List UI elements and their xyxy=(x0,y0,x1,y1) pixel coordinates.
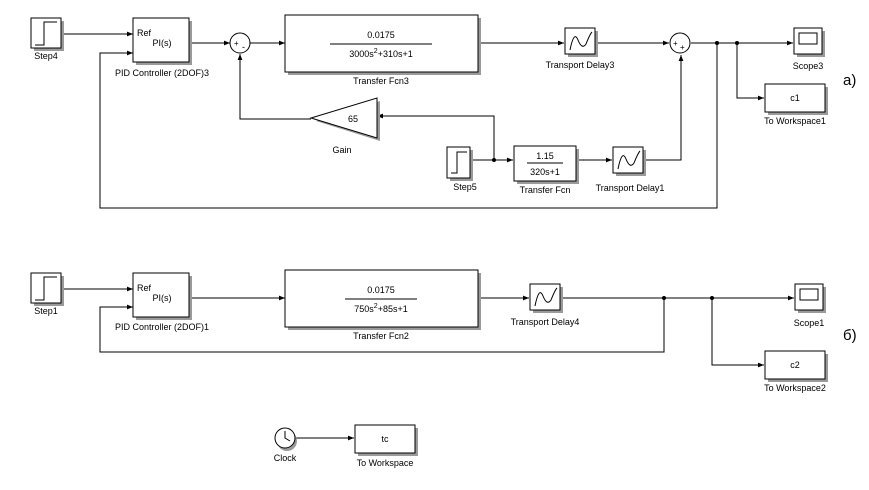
ws2-variable: c2 xyxy=(790,360,800,370)
wire-feedback-b xyxy=(99,298,665,353)
branch-point xyxy=(662,296,666,300)
to-workspace-block[interactable]: tc To Workspace xyxy=(354,424,418,468)
delay3-label: Transport Delay3 xyxy=(546,60,615,70)
branch-point xyxy=(715,41,719,45)
sum2-sign-bottom: + xyxy=(680,43,685,52)
pid-controller-b-block[interactable]: Ref PI(s) PID Controller (2DOF)1 xyxy=(115,272,209,332)
part-label-a: а) xyxy=(843,72,856,89)
step-icon xyxy=(451,151,467,174)
step5-label: Step5 xyxy=(453,182,477,192)
wires-b xyxy=(63,286,794,368)
step4-label: Step4 xyxy=(34,51,58,61)
scope3-label: Scope3 xyxy=(793,61,824,71)
diagram-a: Step4 Ref PI(s) PID Controller (2DOF)3 +… xyxy=(30,14,856,209)
wire-delay1-to-sum2 xyxy=(646,55,684,161)
delay4-label: Transport Delay4 xyxy=(511,317,580,327)
wire-to-workspace2 xyxy=(711,298,764,368)
transfer-fcn3-block[interactable]: 0.0175 3000s2+310s+1 Transfer Fcn3 xyxy=(284,14,481,86)
scope3-block[interactable]: Scope3 xyxy=(793,27,825,71)
tf-denominator: 320s+1 xyxy=(530,167,560,177)
step1-block[interactable]: Step1 xyxy=(30,272,64,316)
branch-point xyxy=(735,41,739,45)
to-workspace2-block[interactable]: c2 To Workspace2 xyxy=(764,350,828,393)
pid-content: PI(s) xyxy=(153,38,172,48)
diagram-b: Step1 Ref PI(s) PID Controller (2DOF)1 0… xyxy=(30,269,857,393)
tf-numerator: 1.15 xyxy=(536,151,554,161)
sum1-block[interactable]: + - xyxy=(229,32,251,54)
sum2-sign-top: + xyxy=(673,39,678,48)
delay-icon xyxy=(569,31,593,51)
ws-variable: tc xyxy=(381,434,389,444)
clock-block[interactable]: Clock xyxy=(274,427,297,463)
transport-delay3-block[interactable]: Transport Delay3 xyxy=(546,27,615,70)
wires-a xyxy=(63,31,793,209)
sum2-block[interactable]: + + xyxy=(669,32,691,54)
step4-block[interactable]: Step4 xyxy=(30,17,64,61)
wire-step5-to-gain xyxy=(377,113,495,160)
branch-point xyxy=(492,158,496,162)
sum1-sign-top: + xyxy=(234,39,239,48)
tf3-denominator: 3000s2+310s+1 xyxy=(349,48,412,59)
clock-group: Clock tc To Workspace xyxy=(274,424,418,468)
ws-label: To Workspace xyxy=(357,458,414,468)
scope1-label: Scope1 xyxy=(794,318,825,328)
sum1-sign-bottom: - xyxy=(242,42,245,52)
transfer-fcn-block[interactable]: 1.15 320s+1 Transfer Fcn xyxy=(513,145,579,195)
tf2-numerator: 0.0175 xyxy=(367,285,395,295)
pid-ref-port-label: Ref xyxy=(137,28,152,38)
transport-delay4-block[interactable]: Transport Delay4 xyxy=(511,283,580,327)
scope1-block[interactable]: Scope1 xyxy=(794,283,826,328)
wire-to-workspace1 xyxy=(736,43,764,101)
tf2-label: Transfer Fcn2 xyxy=(353,331,409,341)
to-workspace1-block[interactable]: c1 To Workspace1 xyxy=(764,83,828,126)
clock-icon xyxy=(284,431,291,442)
pid-ref-port-label: Ref xyxy=(137,283,152,293)
step1-label: Step1 xyxy=(34,306,58,316)
ws1-variable: c1 xyxy=(790,93,800,103)
part-label-b: б) xyxy=(843,327,857,344)
wire-feedback-a xyxy=(99,43,718,209)
delay-icon xyxy=(617,150,641,170)
delay-icon xyxy=(534,287,558,307)
tf3-label: Transfer Fcn3 xyxy=(353,76,409,86)
branch-point xyxy=(710,296,714,300)
ws1-label: To Workspace1 xyxy=(764,116,826,126)
clock-label: Clock xyxy=(274,453,297,463)
pid-content: PI(s) xyxy=(153,293,172,303)
tf2-denominator: 750s2+85s+1 xyxy=(354,303,407,314)
step-icon xyxy=(35,21,57,46)
tf3-numerator: 0.0175 xyxy=(367,30,395,40)
gain-value: 65 xyxy=(348,114,358,124)
gain-block[interactable]: 65 Gain xyxy=(309,97,380,155)
step-icon xyxy=(35,276,57,301)
wire-gain-to-sum1 xyxy=(237,54,311,120)
step5-block[interactable]: Step5 xyxy=(446,146,477,192)
transfer-fcn2-block[interactable]: 0.0175 750s2+85s+1 Transfer Fcn2 xyxy=(284,269,481,341)
ws2-label: To Workspace2 xyxy=(764,383,826,393)
scope-screen-icon xyxy=(798,32,818,45)
gain-label: Gain xyxy=(332,145,351,155)
pid-b-label: PID Controller (2DOF)1 xyxy=(115,322,209,332)
pid-a-label: PID Controller (2DOF)3 xyxy=(115,68,209,78)
tf-label: Transfer Fcn xyxy=(520,185,571,195)
pid-controller-a-block[interactable]: Ref PI(s) PID Controller (2DOF)3 xyxy=(115,17,209,78)
scope-screen-icon xyxy=(799,288,819,301)
delay1-label: Transport Delay1 xyxy=(596,183,665,193)
transport-delay1-block[interactable]: Transport Delay1 xyxy=(596,146,665,193)
